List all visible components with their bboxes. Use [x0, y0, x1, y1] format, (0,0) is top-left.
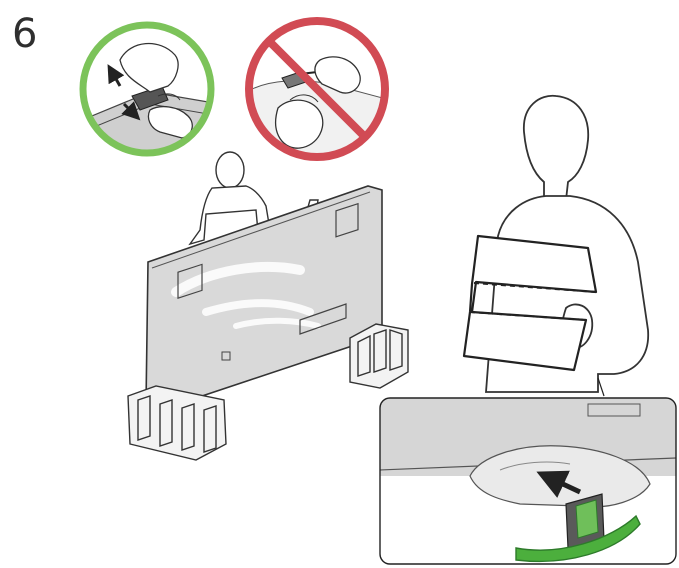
ok-detail-circle [80, 20, 220, 160]
forbidden-detail-circle [245, 18, 390, 163]
foam-block-left [128, 386, 226, 460]
stand-inset [380, 398, 676, 564]
foam-block-right [350, 324, 408, 388]
